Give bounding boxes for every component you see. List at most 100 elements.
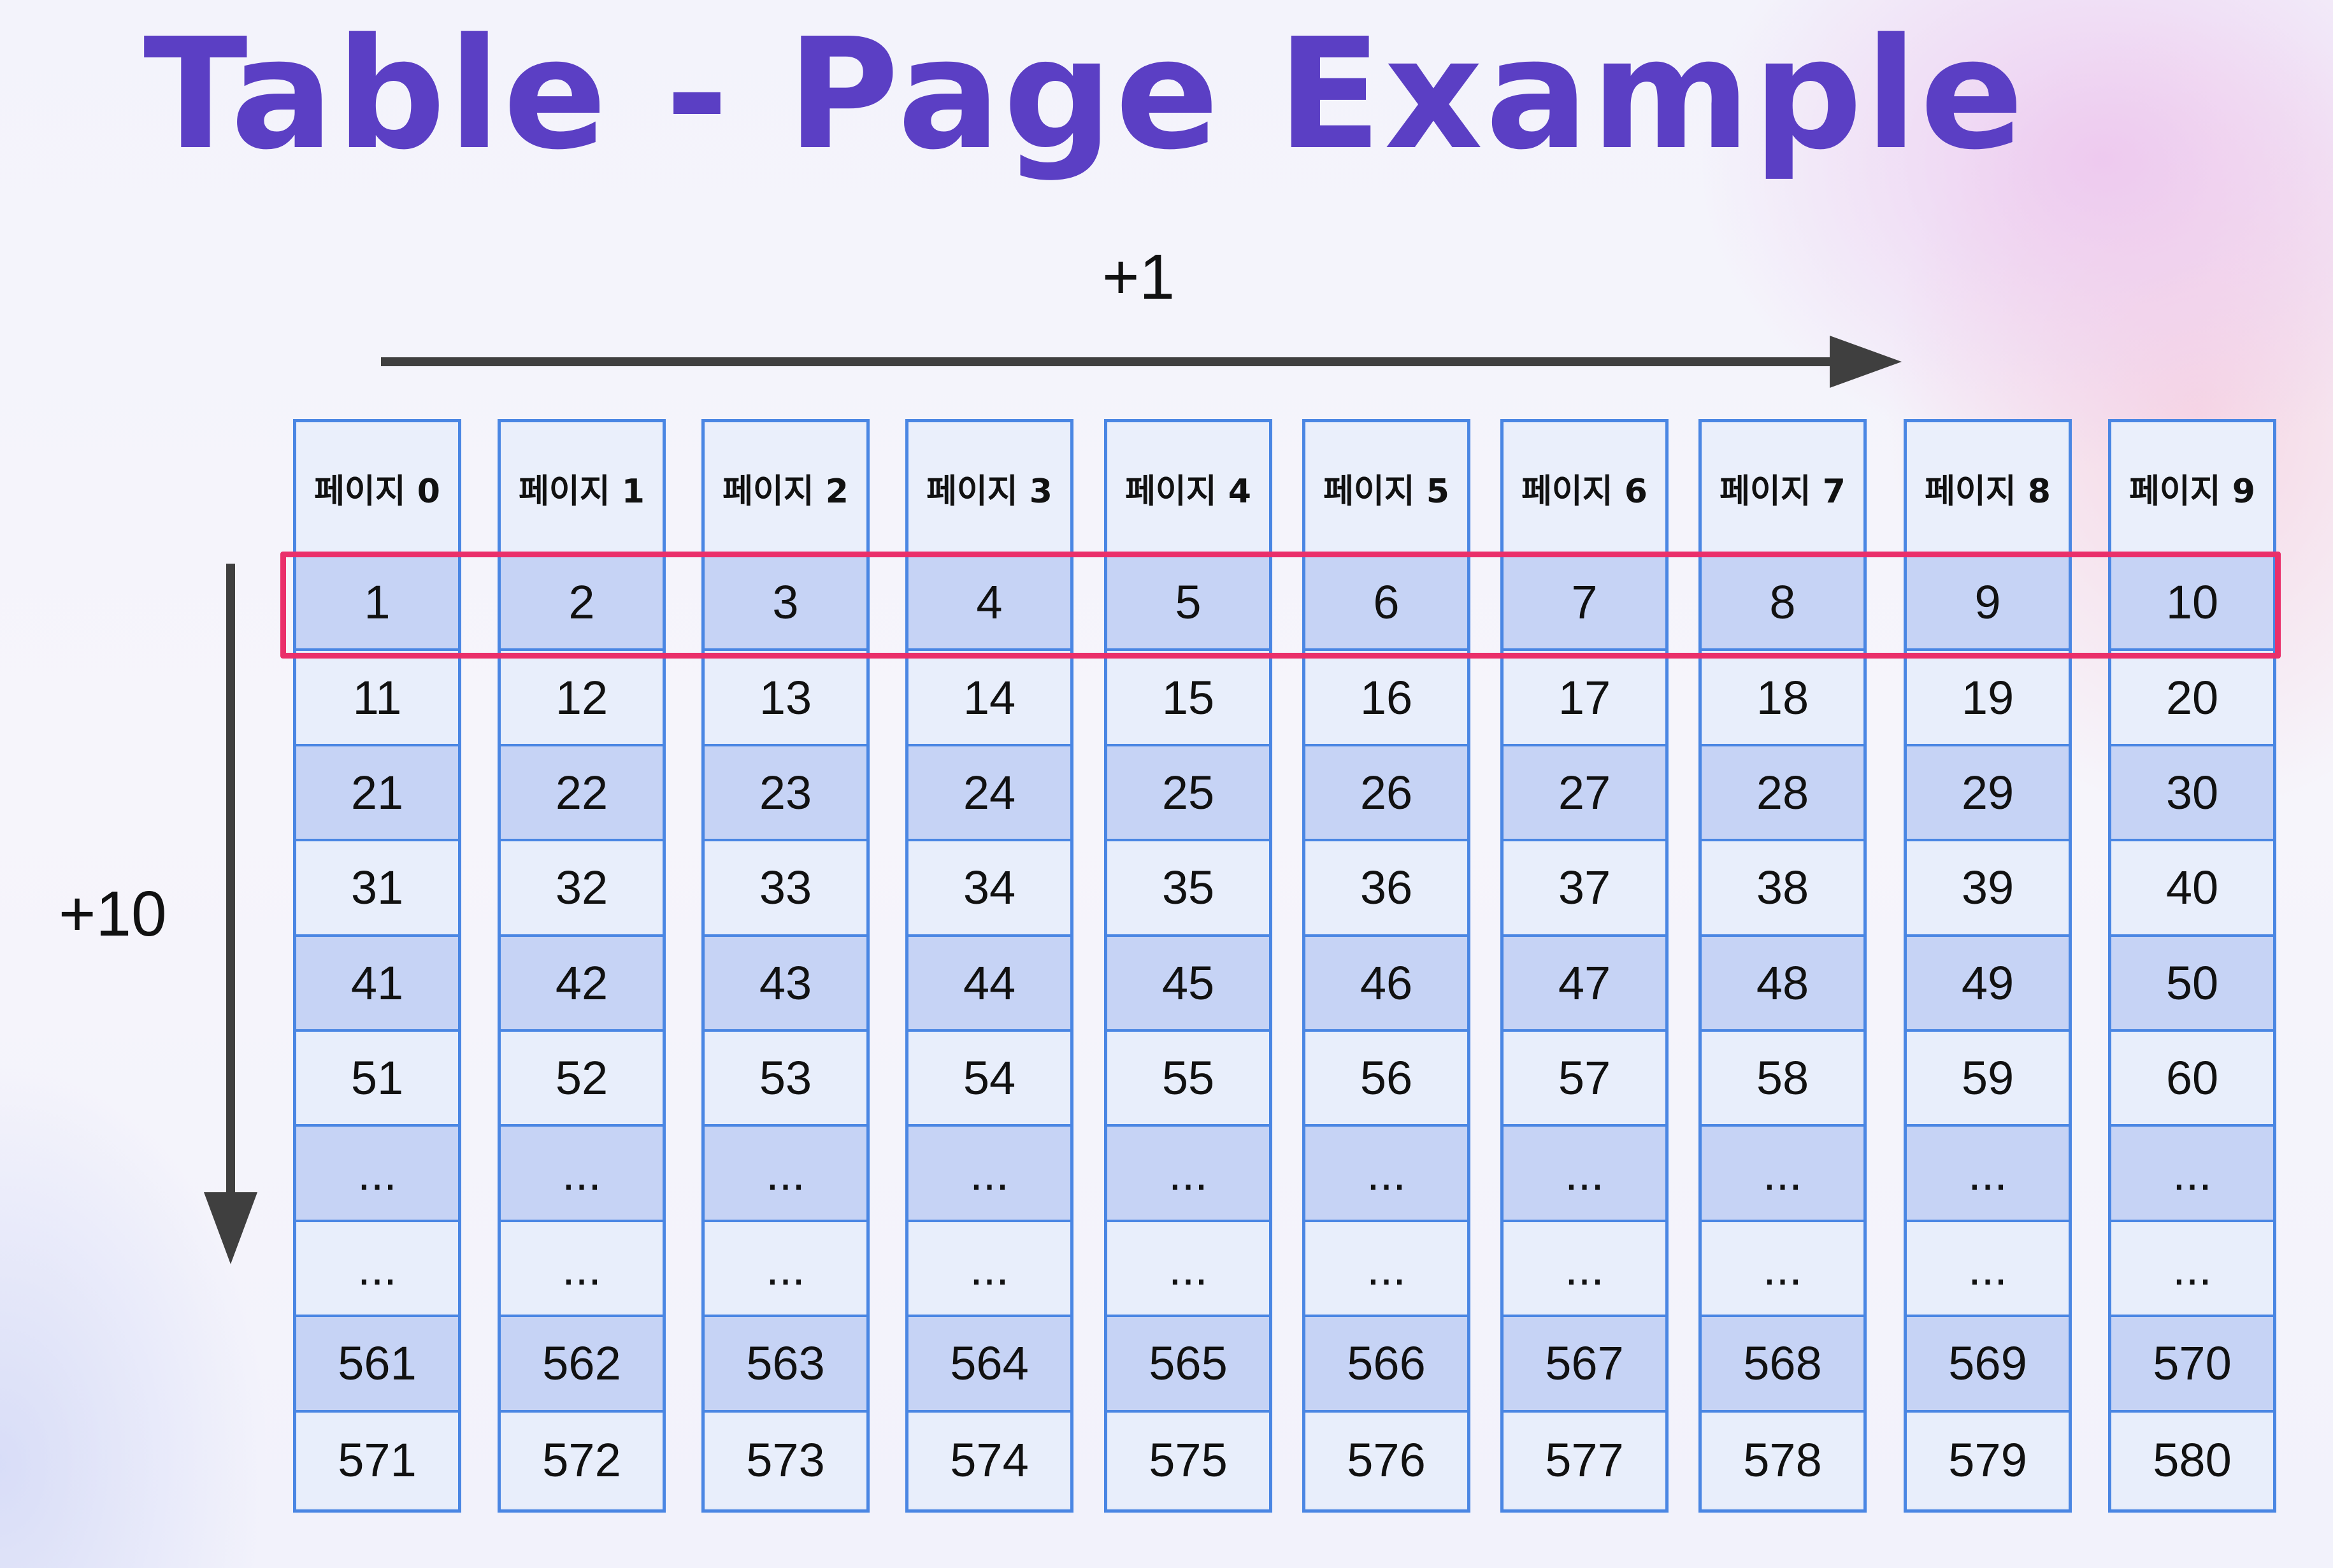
- page-header: 페이지 3: [908, 422, 1070, 556]
- table-cell: 48: [1702, 936, 1863, 1032]
- page-title: Table - Page Example: [143, 5, 2027, 183]
- table-cell: 59: [1907, 1031, 2069, 1127]
- table-cell: 21: [296, 746, 458, 842]
- table-cell: 18: [1702, 651, 1863, 746]
- horizontal-arrow-icon: [381, 336, 1902, 388]
- table-cell: 15: [1107, 651, 1269, 746]
- table-cell: 26: [1305, 746, 1467, 842]
- table-cell: 50: [2111, 936, 2273, 1032]
- table-cell: 3: [705, 556, 866, 652]
- table-cell: 53: [705, 1031, 866, 1127]
- table-cell: ...: [2111, 1222, 2273, 1318]
- table-cell: 35: [1107, 841, 1269, 937]
- table-cell: 19: [1907, 651, 2069, 746]
- table-cell: 27: [1504, 746, 1665, 842]
- table-cell: 45: [1107, 936, 1269, 1032]
- table-cell: 47: [1504, 936, 1665, 1032]
- table-cell: 37: [1504, 841, 1665, 937]
- table-cell: ...: [2111, 1127, 2273, 1222]
- table-cell: 58: [1702, 1031, 1863, 1127]
- page-header: 페이지 5: [1305, 422, 1467, 556]
- table-cell: 33: [705, 841, 866, 937]
- table-cell: ...: [1907, 1127, 2069, 1222]
- page-header: 페이지 9: [2111, 422, 2273, 556]
- table-cell: 11: [296, 651, 458, 746]
- table-cell: 573: [705, 1412, 866, 1507]
- table-cell: 24: [908, 746, 1070, 842]
- page-header: 페이지 4: [1107, 422, 1269, 556]
- table-cell: 567: [1504, 1317, 1665, 1413]
- table-cell: 52: [501, 1031, 663, 1127]
- table-cell: 51: [296, 1031, 458, 1127]
- table-cell: 36: [1305, 841, 1467, 937]
- table-cell: 563: [705, 1317, 866, 1413]
- table-cell: ...: [908, 1222, 1070, 1318]
- table-cell: 568: [1702, 1317, 1863, 1413]
- table-cell: ...: [501, 1127, 663, 1222]
- table-cell: 39: [1907, 841, 2069, 937]
- table-cell: ...: [1107, 1222, 1269, 1318]
- table-cell: 9: [1907, 556, 2069, 652]
- table-cell: 43: [705, 936, 866, 1032]
- table-cell: 7: [1504, 556, 1665, 652]
- table-cell: 580: [2111, 1412, 2273, 1507]
- table-cell: 31: [296, 841, 458, 937]
- table-cell: 569: [1907, 1317, 2069, 1413]
- table-cell: 54: [908, 1031, 1070, 1127]
- table-cell: 2: [501, 556, 663, 652]
- page-header: 페이지 1: [501, 422, 663, 556]
- table-cell: 34: [908, 841, 1070, 937]
- table-cell: 561: [296, 1317, 458, 1413]
- table-cell: ...: [1305, 1127, 1467, 1222]
- table-cell: 570: [2111, 1317, 2273, 1413]
- table-cell: ...: [501, 1222, 663, 1318]
- table-cell: 6: [1305, 556, 1467, 652]
- table-cell: 16: [1305, 651, 1467, 746]
- table-cell: 12: [501, 651, 663, 746]
- table-cell: 55: [1107, 1031, 1269, 1127]
- page-header: 페이지 8: [1907, 422, 2069, 556]
- table-cell: ...: [1702, 1127, 1863, 1222]
- table-cell: ...: [705, 1222, 866, 1318]
- table-cell: ...: [1504, 1222, 1665, 1318]
- vertical-arrow-icon: [204, 564, 257, 1264]
- page-header: 페이지 6: [1504, 422, 1665, 556]
- table-cell: ...: [908, 1127, 1070, 1222]
- vertical-arrow-label: +10: [59, 878, 167, 950]
- table-cell: 60: [2111, 1031, 2273, 1127]
- horizontal-arrow-label: +1: [1102, 241, 1175, 313]
- page-header: 페이지 0: [296, 422, 458, 556]
- table-cell: 10: [2111, 556, 2273, 652]
- table-cell: 578: [1702, 1412, 1863, 1507]
- table-cell: 565: [1107, 1317, 1269, 1413]
- page-header: 페이지 2: [705, 422, 866, 556]
- table-cell: 41: [296, 936, 458, 1032]
- table-cell: 42: [501, 936, 663, 1032]
- table-cell: 13: [705, 651, 866, 746]
- table-cell: 29: [1907, 746, 2069, 842]
- table-cell: ...: [296, 1127, 458, 1222]
- table-cell: 40: [2111, 841, 2273, 937]
- table-cell: 579: [1907, 1412, 2069, 1507]
- table-cell: 564: [908, 1317, 1070, 1413]
- table-cell: 17: [1504, 651, 1665, 746]
- table-cell: 575: [1107, 1412, 1269, 1507]
- table-cell: 566: [1305, 1317, 1467, 1413]
- table-cell: 571: [296, 1412, 458, 1507]
- table-cell: 44: [908, 936, 1070, 1032]
- table-cell: ...: [296, 1222, 458, 1318]
- table-cell: 28: [1702, 746, 1863, 842]
- table-cell: 4: [908, 556, 1070, 652]
- table-cell: 577: [1504, 1412, 1665, 1507]
- table-cell: ...: [705, 1127, 866, 1222]
